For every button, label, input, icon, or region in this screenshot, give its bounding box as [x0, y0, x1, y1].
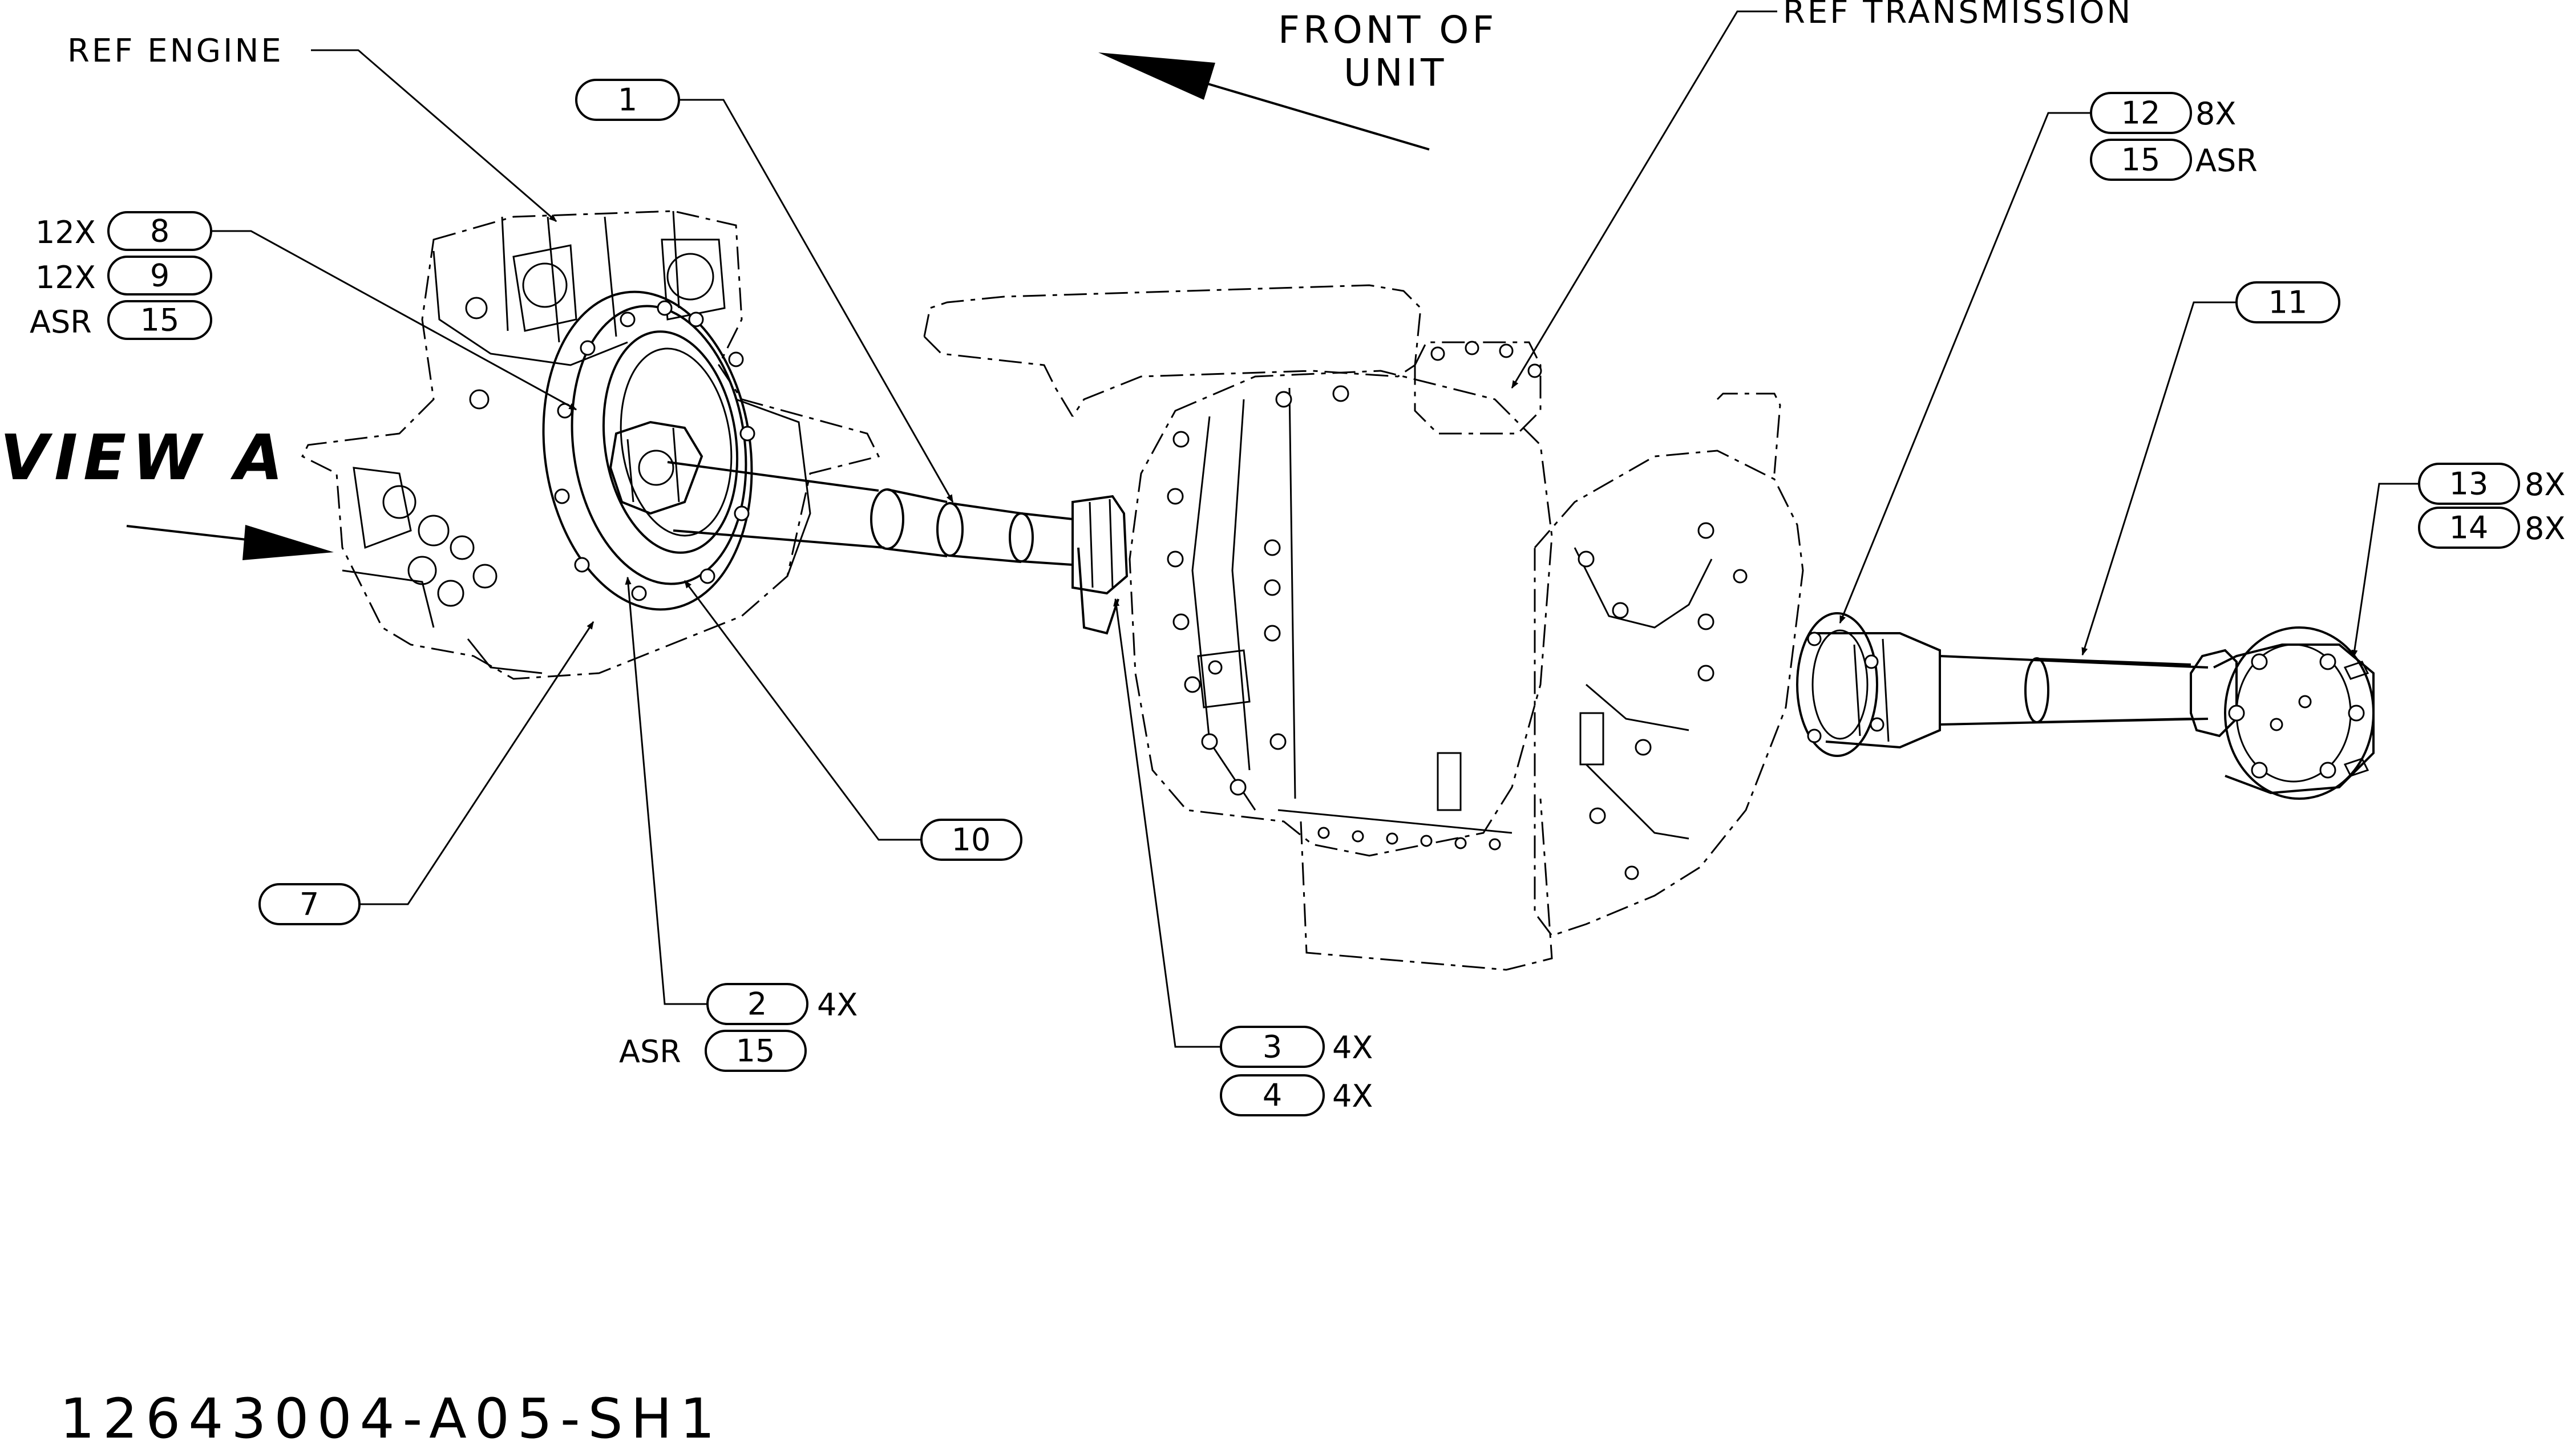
callout-number: 11	[2268, 285, 2308, 321]
callout-multiplier: 8X	[2195, 96, 2236, 132]
drawing-number: 12643004-A05-SH1	[60, 1387, 723, 1442]
callout-number: 4	[1263, 1078, 1282, 1114]
callout-number: 7	[300, 887, 319, 922]
callout-asr: ASR	[30, 304, 92, 340]
callout-13: 13 8X	[2418, 463, 2565, 505]
callout-9: 12X 9	[35, 256, 212, 296]
callout-15-housing: ASR 15	[619, 1030, 807, 1072]
callout-14: 14 8X	[2418, 507, 2565, 549]
callout-7: 7	[258, 883, 361, 925]
ref-engine-label: REF ENGINE	[67, 33, 284, 70]
rear-drive-shaft	[1796, 612, 2375, 800]
callout-number: 14	[2449, 510, 2489, 546]
callout-10: 10	[920, 819, 1022, 861]
callout-multiplier: 12X	[35, 260, 96, 296]
callout-asr: ASR	[619, 1034, 681, 1070]
callout-number: 10	[952, 822, 991, 858]
callout-multiplier: 4X	[1332, 1030, 1373, 1066]
callout-asr: ASR	[2195, 143, 2258, 179]
callout-multiplier: 8X	[2525, 511, 2565, 547]
callout-11: 11	[2235, 281, 2340, 323]
callout-multiplier: 4X	[1332, 1078, 1373, 1114]
callout-multiplier: 8X	[2525, 467, 2565, 503]
drive-shaft	[667, 461, 1129, 635]
callout-number: 1	[618, 82, 637, 118]
transmission-outline	[923, 284, 1804, 971]
engine-outline	[301, 210, 880, 680]
callout-number: 13	[2449, 466, 2489, 502]
callout-8: 12X 8	[35, 211, 212, 251]
callout-number: 2	[747, 986, 767, 1022]
callout-number: 15	[2121, 142, 2161, 178]
flywheel-housing	[542, 290, 755, 611]
callout-15-engine: ASR 15	[30, 300, 212, 340]
callout-number: 15	[736, 1033, 775, 1069]
callout-multiplier: 4X	[817, 987, 858, 1023]
callout-2: 2 4X	[706, 983, 858, 1025]
front-of-unit-label-line2: UNIT	[1344, 51, 1447, 95]
callout-4: 4 4X	[1220, 1074, 1373, 1116]
callout-12: 12 8X	[2090, 92, 2236, 134]
view-a-label: VIEW A	[0, 421, 289, 494]
front-of-unit-arrow	[1098, 52, 1430, 151]
callout-number: 15	[140, 302, 180, 338]
callout-1: 1	[575, 79, 680, 121]
view-a-arrow	[126, 525, 334, 560]
callout-number: 3	[1263, 1029, 1282, 1065]
front-of-unit-label-line1: FRONT OF	[1278, 8, 1497, 52]
callout-number: 8	[150, 213, 169, 249]
leader-lines	[211, 10, 2419, 1048]
callout-3: 3 4X	[1220, 1026, 1373, 1068]
callout-number: 12	[2121, 95, 2161, 131]
ref-transmission-label: REF TRANSMISSION	[1783, 0, 2133, 31]
callout-15-output: 15 ASR	[2090, 139, 2258, 181]
callout-number: 9	[150, 258, 169, 294]
callout-multiplier: 12X	[35, 214, 96, 250]
